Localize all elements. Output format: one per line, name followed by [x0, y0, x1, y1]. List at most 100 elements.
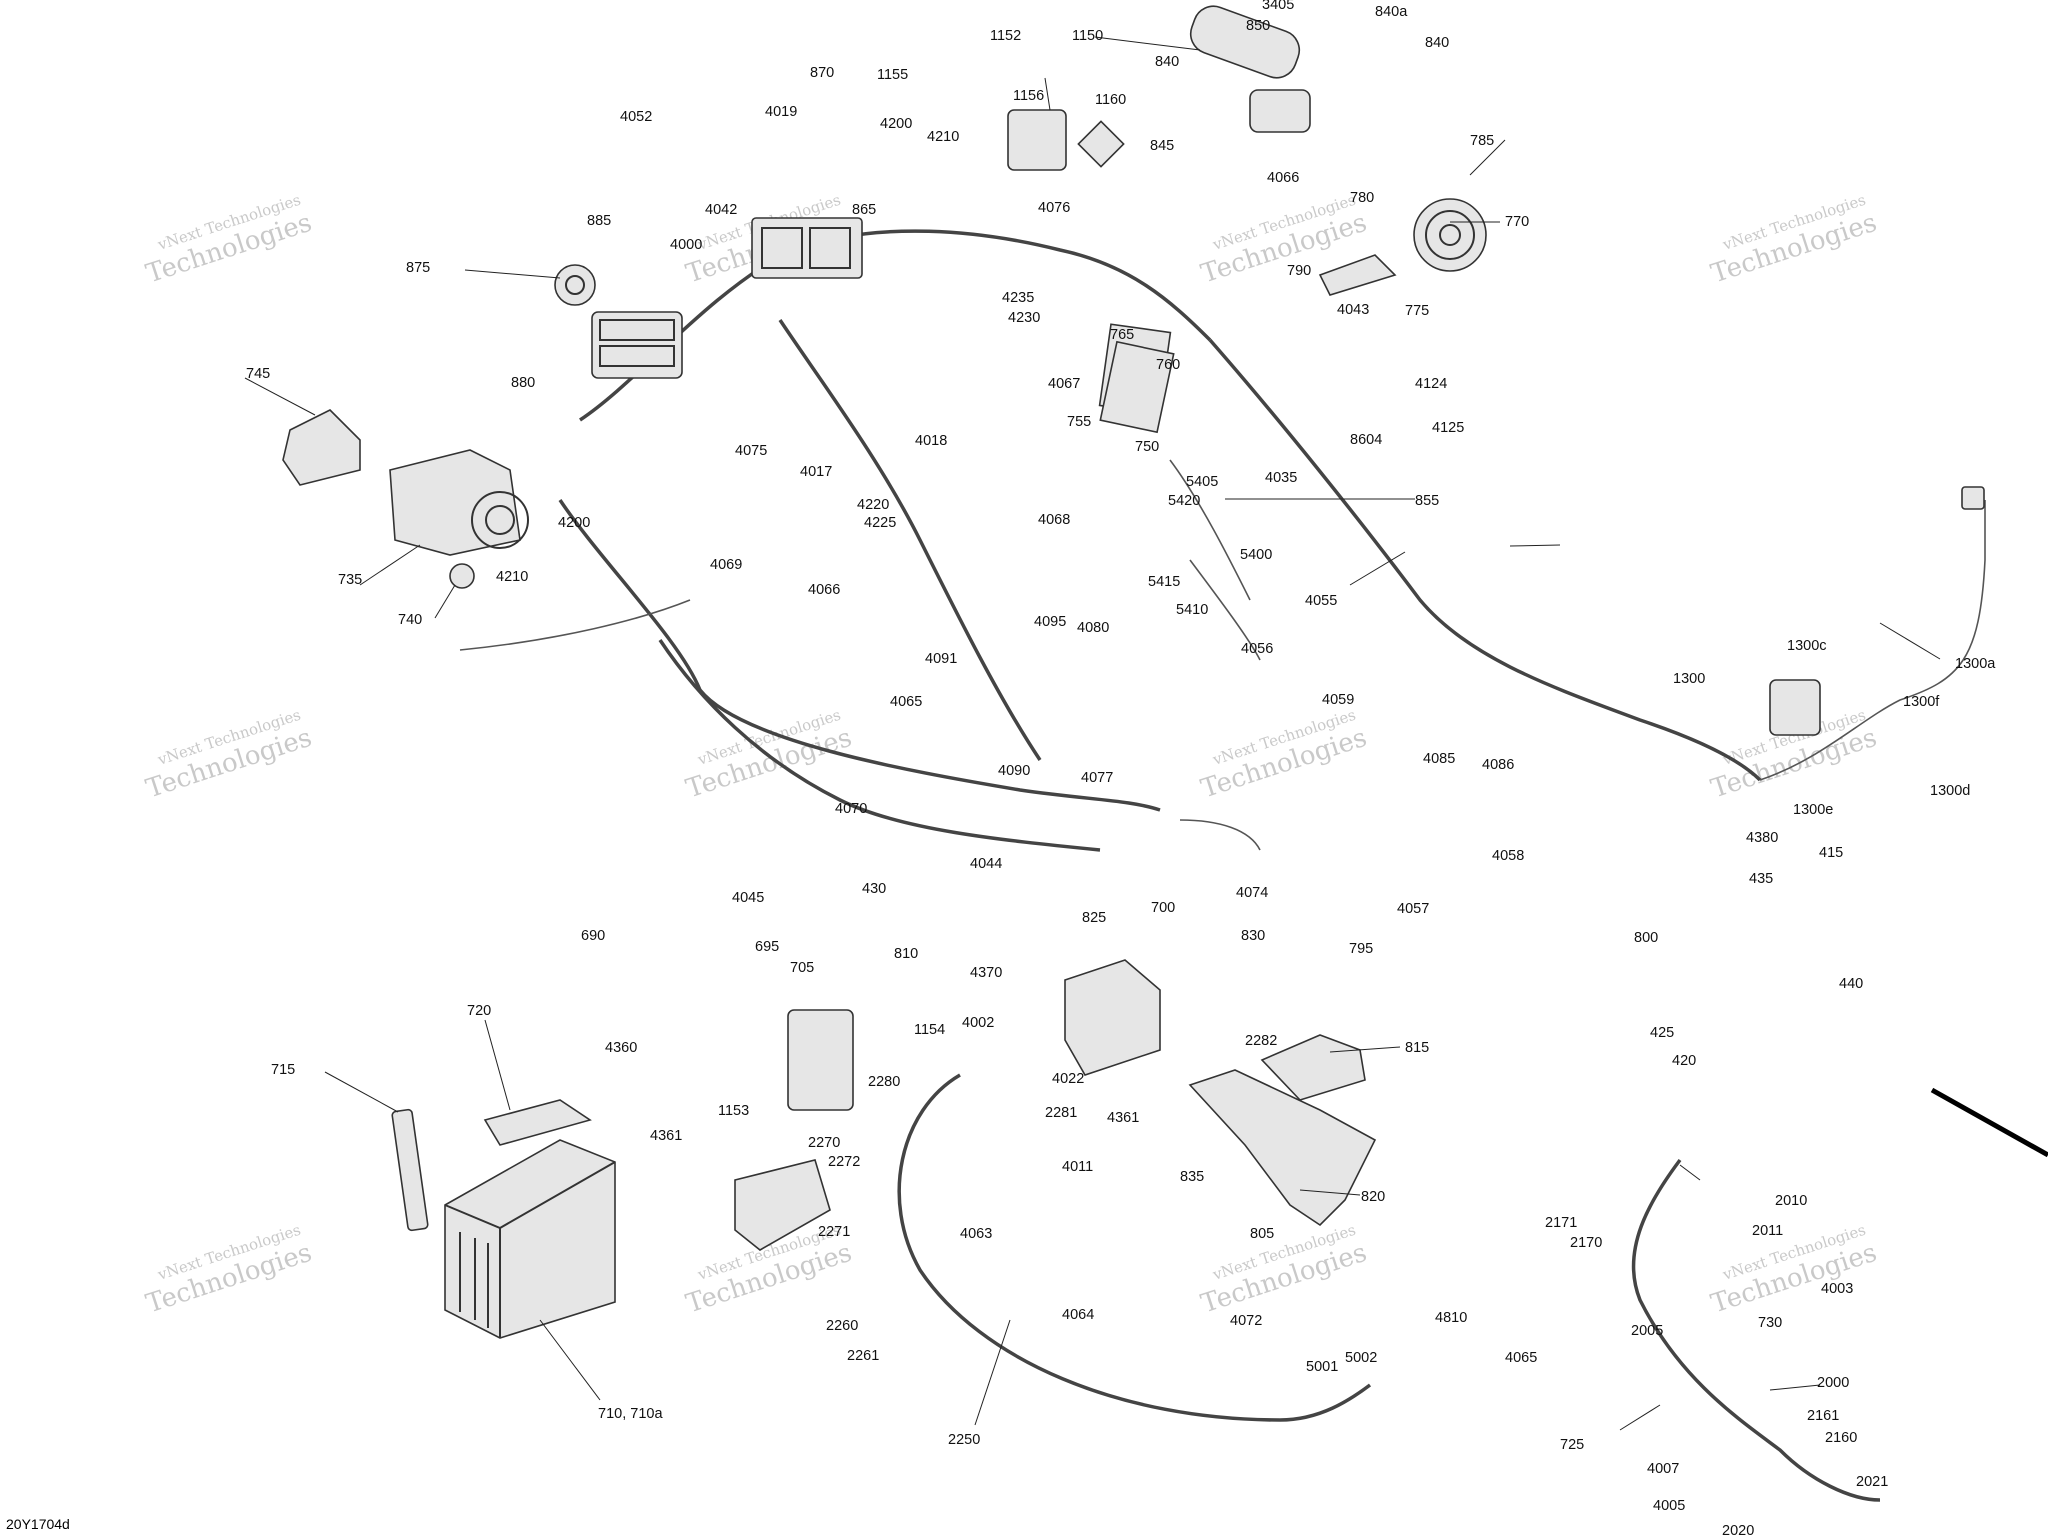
callout: 4063: [960, 1226, 992, 1242]
sensor: [1769, 486, 1985, 736]
callout: 855: [1415, 493, 1439, 509]
throttle-body: [554, 264, 596, 306]
callout: 825: [1082, 910, 1106, 926]
callout: 805: [1250, 1226, 1274, 1242]
callout: 2171: [1545, 1215, 1577, 1231]
callout: 810: [894, 946, 918, 962]
callout: 4064: [1062, 1307, 1094, 1323]
callout: 820: [1361, 1189, 1385, 1205]
callout: 1150: [1072, 28, 1103, 44]
callout: 4019: [765, 104, 797, 120]
ground-cable: [1631, 1158, 1881, 1502]
abs-module: [389, 449, 529, 589]
callout: 5410: [1176, 602, 1208, 618]
callout: 4059: [1322, 692, 1354, 708]
sensor-module: [1007, 109, 1067, 171]
callout: 2250: [948, 1432, 980, 1448]
callout: 4085: [1423, 751, 1455, 767]
callout: 4075: [735, 443, 767, 459]
callout: 1154: [914, 1022, 945, 1038]
callout: 4210: [927, 129, 959, 145]
callout: 8604: [1350, 432, 1382, 448]
callout: 710, 710a: [598, 1406, 663, 1422]
callout: 745: [246, 366, 270, 382]
callout: 2021: [1856, 1474, 1888, 1490]
callout: 1156: [1013, 88, 1044, 104]
callout: 835: [1180, 1169, 1204, 1185]
callout: 430: [862, 881, 886, 897]
callout: 705: [790, 960, 814, 976]
control-module: [1099, 340, 1175, 434]
callout: 4057: [1397, 901, 1429, 917]
callout: 4042: [705, 202, 737, 218]
callout: 2270: [808, 1135, 840, 1151]
callout: 2005: [1631, 1323, 1663, 1339]
callout: 2170: [1570, 1235, 1602, 1251]
callout: 4091: [925, 651, 957, 667]
relay-box: [787, 1009, 854, 1111]
callout: 4066: [1267, 170, 1299, 186]
callout: 4044: [970, 856, 1002, 872]
callout: 5420: [1168, 493, 1200, 509]
callout: 815: [1405, 1040, 1429, 1056]
callout: 5002: [1345, 1350, 1377, 1366]
callout: 4077: [1081, 770, 1113, 786]
callout: 5400: [1240, 547, 1272, 563]
callout: 840: [1155, 54, 1179, 70]
callout: 1153: [718, 1103, 749, 1119]
callout: 420: [1672, 1053, 1696, 1069]
pad: [1077, 120, 1125, 168]
callout: 760: [1156, 357, 1180, 373]
callout: 730: [1758, 1315, 1782, 1331]
callout: 4045: [732, 890, 764, 906]
callout: 3405: [1262, 0, 1294, 13]
callout: 1300e: [1793, 802, 1833, 818]
fuse-holder: [734, 1159, 831, 1251]
callout: 4055: [1305, 593, 1337, 609]
callout: 780: [1350, 190, 1374, 206]
callout: 4052: [620, 109, 652, 125]
diagram-reference: 20Y1704d: [6, 1516, 70, 1532]
callout: 4210: [496, 569, 528, 585]
callout: 4065: [1505, 1350, 1537, 1366]
callout: 715: [271, 1062, 295, 1078]
callout: 4043: [1337, 302, 1369, 318]
callout: 1155: [877, 67, 908, 83]
callout: 720: [467, 1003, 491, 1019]
callout: 2280: [868, 1074, 900, 1090]
callout: 865: [852, 202, 876, 218]
battery-strap: [391, 1108, 429, 1232]
callout: 2011: [1752, 1223, 1783, 1239]
callout: 4007: [1647, 1461, 1679, 1477]
callout: 4235: [1002, 290, 1034, 306]
mounting-plate: [1188, 1069, 1377, 1227]
callout: 2272: [828, 1154, 860, 1170]
callout: 4200: [880, 116, 912, 132]
callout: 1300d: [1930, 783, 1970, 799]
callout: 2000: [1817, 1375, 1849, 1391]
callout: 4074: [1236, 885, 1268, 901]
callout: 4067: [1048, 376, 1080, 392]
callout: 5415: [1148, 574, 1180, 590]
actuator-motor: [1189, 5, 1311, 133]
callout: 5405: [1186, 474, 1218, 490]
callout: 695: [755, 939, 779, 955]
callout: 870: [810, 65, 834, 81]
callout: 4069: [710, 557, 742, 573]
callout: 4225: [864, 515, 896, 531]
callout: 840: [1425, 35, 1449, 51]
callout: 4095: [1034, 614, 1066, 630]
bracket: [1318, 254, 1397, 296]
callout: 4380: [1746, 830, 1778, 846]
callout: 1160: [1095, 92, 1126, 108]
callout: 4011: [1062, 1159, 1093, 1175]
callout: 4018: [915, 433, 947, 449]
callout: 4035: [1265, 470, 1297, 486]
callout: 4002: [962, 1015, 994, 1031]
callout: 785: [1470, 133, 1494, 149]
battery-cable: [897, 1073, 1372, 1422]
callout: 4125: [1432, 420, 1464, 436]
callout: 690: [581, 928, 605, 944]
